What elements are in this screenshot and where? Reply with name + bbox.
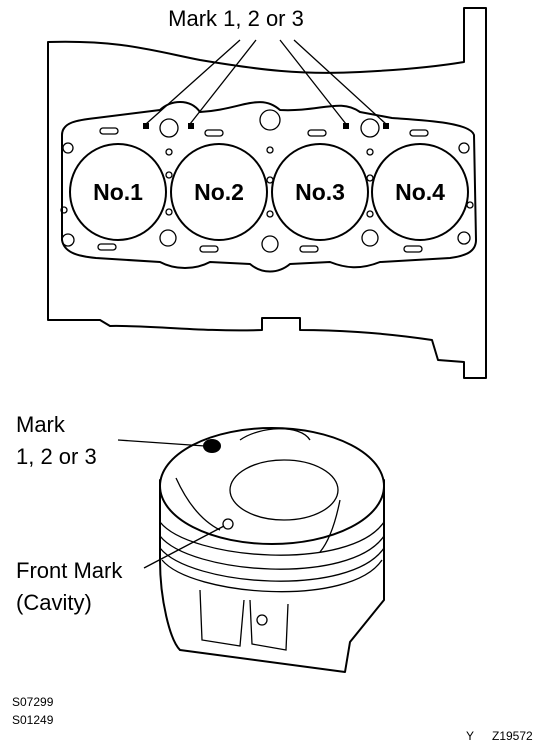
cylinder-1-label: No.1 [93,179,143,205]
top-mark-leaders [145,39,387,125]
piston-mark-label-1: Mark [16,412,66,437]
gasket-outline [61,101,477,273]
front-mark-cavity [222,518,234,530]
top-mark-label: Mark 1, 2 or 3 [168,6,304,31]
piston-mark-dot [203,439,221,453]
piston [159,427,385,673]
cylinder-4: No.4 [371,143,469,241]
piston-mark-label-2: 1, 2 or 3 [16,444,97,469]
piston-skirt [159,479,385,673]
corner-letter: Y [466,729,474,743]
cylinder-1: No.1 [69,143,167,241]
gasket-holes [60,109,474,253]
figure-id: Z19572 [492,729,533,743]
cylinder-4-label: No.4 [395,179,445,205]
front-mark-label-1: Front Mark [16,558,123,583]
code-2: S01249 [12,713,54,727]
piston-leaders [117,439,225,569]
cylinder-2: No.2 [170,143,268,241]
cylinder-2-label: No.2 [194,179,244,205]
block-outline [47,7,487,379]
cylinder-3-label: No.3 [295,179,345,205]
piston-crown [159,427,385,545]
combustion-bowl [229,459,339,521]
front-mark-label-2: (Cavity) [16,590,92,615]
cylinder-bores: No.1 No.2 No.3 No.4 [69,143,469,241]
cylinder-block [47,7,487,379]
cylinder-3: No.3 [271,143,369,241]
code-1: S07299 [12,695,54,709]
